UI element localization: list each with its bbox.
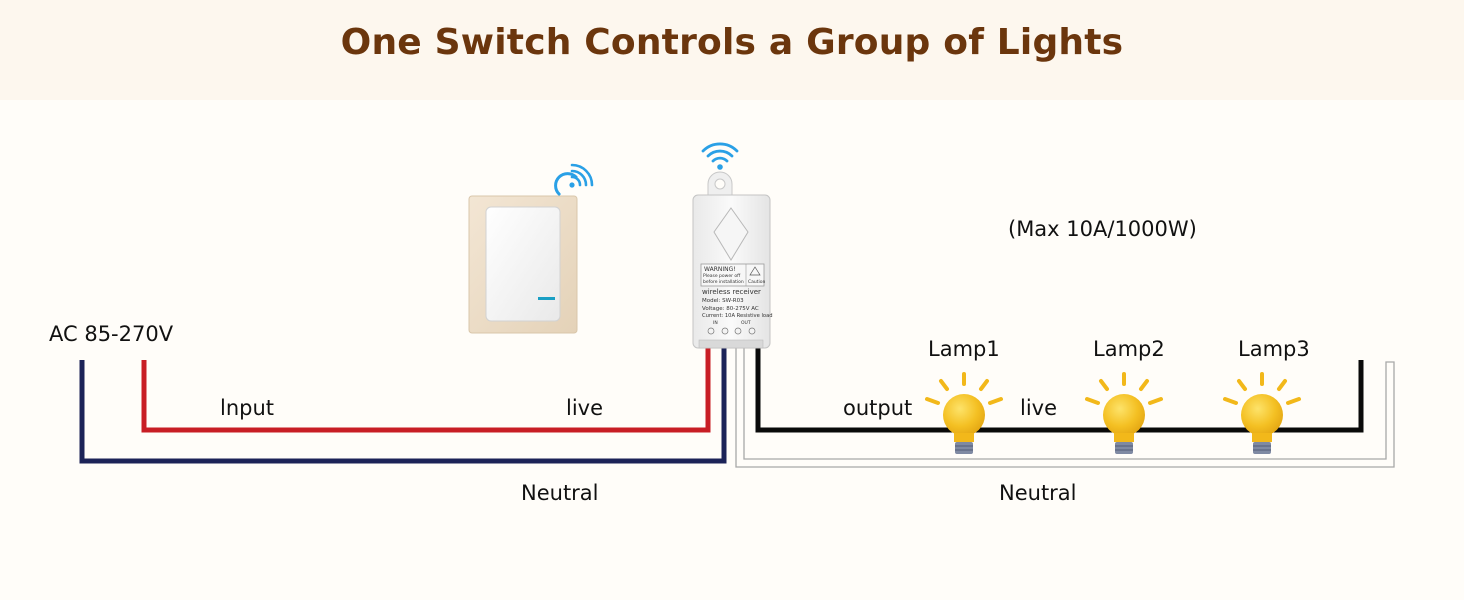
wifi-icon bbox=[701, 142, 739, 170]
receiver-name: wireless receiver bbox=[702, 288, 761, 296]
terminal-in-label: IN bbox=[713, 320, 718, 326]
wifi-icon bbox=[554, 172, 578, 196]
receiver-warning-note-1: Please power off bbox=[703, 273, 741, 279]
supply-voltage-label: AC 85-270V bbox=[49, 322, 174, 346]
output-label: output bbox=[843, 396, 912, 420]
lamp-label-2: Lamp2 bbox=[1093, 337, 1165, 361]
page-title: One Switch Controls a Group of Lights bbox=[340, 22, 1124, 63]
wireless-receiver: WARNING! Please power off before install… bbox=[692, 171, 773, 349]
receiver-voltage: Voltage: 80-275V AC bbox=[702, 306, 759, 312]
live-label-left: live bbox=[566, 396, 603, 420]
lamp-label-3: Lamp3 bbox=[1238, 337, 1310, 361]
wireless-wall-switch bbox=[468, 195, 578, 334]
lamp-2 bbox=[1085, 372, 1163, 454]
receiver-model: Model: SW-R03 bbox=[702, 298, 744, 304]
title-band bbox=[0, 0, 1464, 100]
max-rating-label: (Max 10A/1000W) bbox=[1008, 217, 1197, 241]
receiver-warning-note-2: before installation bbox=[703, 279, 744, 285]
receiver-caution: Caution bbox=[748, 279, 766, 285]
wifi-icon bbox=[569, 163, 594, 188]
lamp-label-1: Lamp1 bbox=[928, 337, 1000, 361]
receiver-current: Current: 10A Resistive load bbox=[702, 313, 773, 319]
output-wire bbox=[755, 345, 1364, 433]
live-label-right: live bbox=[1020, 396, 1057, 420]
terminal-out-label: OUT bbox=[741, 320, 751, 326]
receiver-warning: WARNING! bbox=[704, 266, 736, 273]
lamp-3 bbox=[1223, 372, 1301, 454]
neutral-label-left: Neutral bbox=[521, 481, 599, 505]
live-wire-input bbox=[141, 340, 711, 433]
neutral-wire-left bbox=[79, 340, 727, 464]
neutral-label-right: Neutral bbox=[999, 481, 1077, 505]
neutral-wire-right bbox=[735, 345, 1395, 468]
lamp-1 bbox=[925, 372, 1003, 454]
input-label: lnput bbox=[220, 396, 274, 420]
